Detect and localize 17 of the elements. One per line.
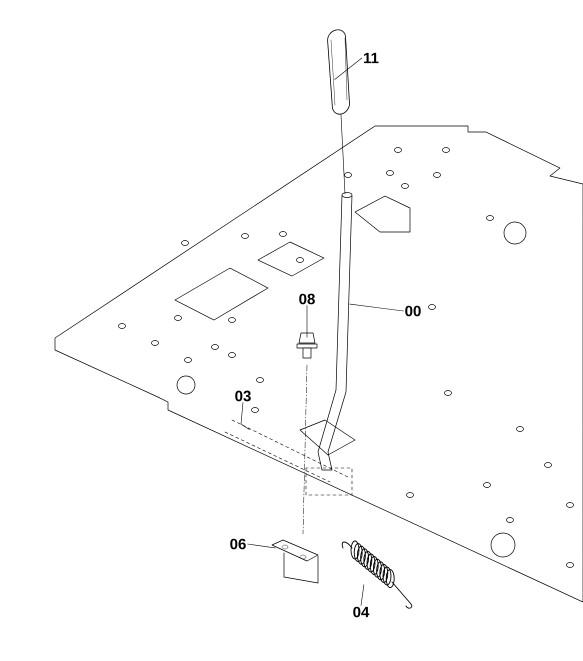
leader-line — [306, 305, 308, 338]
leader-line — [360, 584, 364, 606]
leader-line — [247, 544, 276, 548]
callout-number: 00 — [405, 306, 421, 316]
pin-drawing — [224, 420, 352, 496]
lever-rod-drawing — [318, 192, 352, 470]
callout-number: 08 — [299, 294, 315, 304]
leader-line — [349, 304, 404, 312]
callout-number: 04 — [353, 606, 370, 618]
leader-line — [240, 402, 250, 430]
grip-drawing — [327, 29, 350, 194]
leader-line — [334, 58, 362, 80]
bolt-drawing — [296, 332, 318, 534]
callout-number: 11 — [364, 52, 378, 64]
callout-number: 06 — [230, 538, 246, 550]
callout-number: 03 — [235, 390, 251, 402]
bracket-drawing — [272, 540, 318, 584]
